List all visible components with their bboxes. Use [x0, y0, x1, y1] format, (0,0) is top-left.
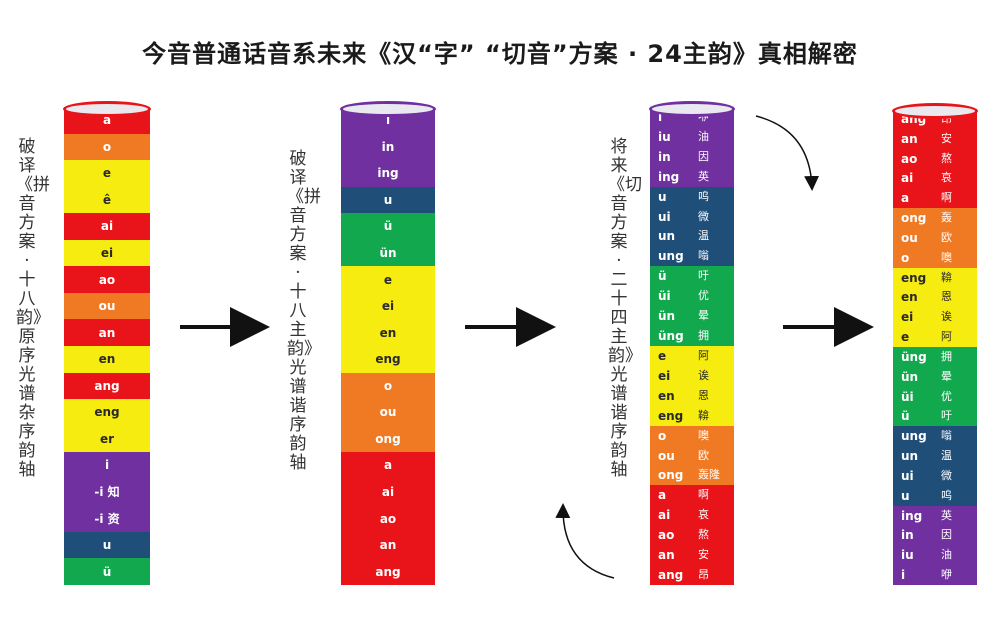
- arrow-curve-down: [756, 116, 812, 188]
- arrow-curve-up: [563, 506, 614, 578]
